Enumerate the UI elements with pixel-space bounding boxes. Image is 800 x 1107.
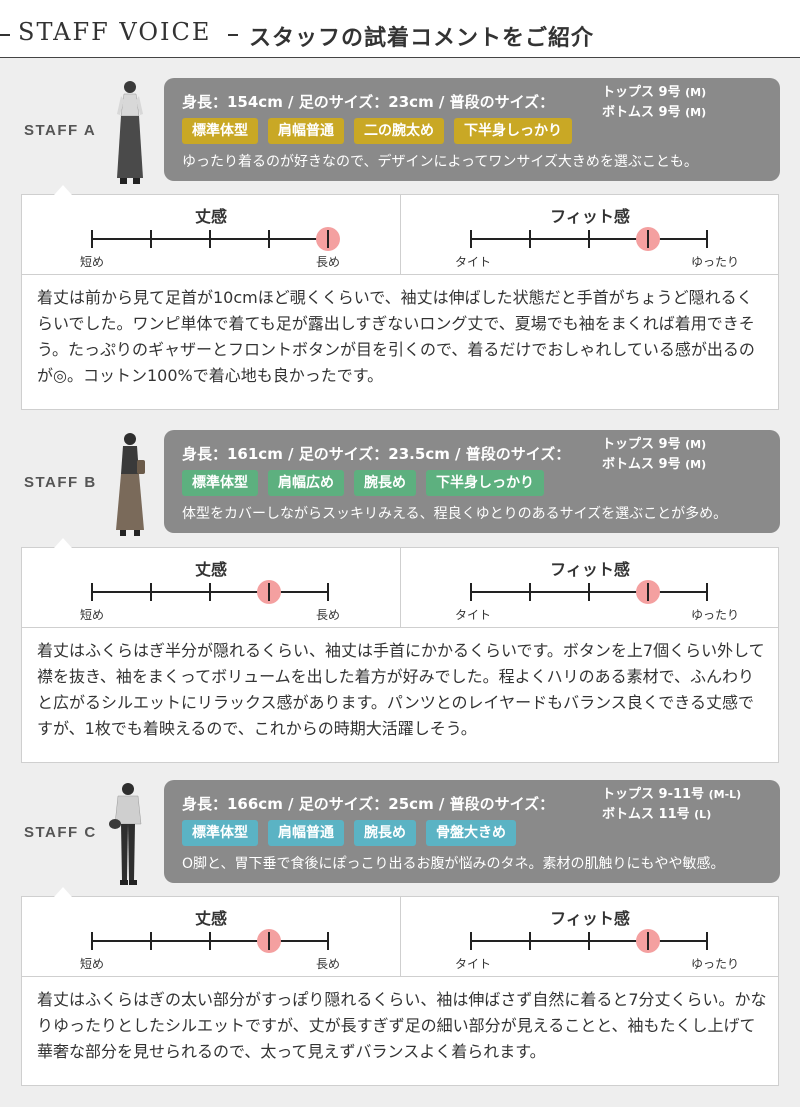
scale-low-label: 短め bbox=[80, 255, 105, 269]
header-rule bbox=[0, 57, 800, 58]
review-card: 丈感 短め 長め フィット感 タイト ゆったり 着丈はふくらはぎ半分が隠れるくら… bbox=[21, 538, 779, 763]
body-tags: 標準体型 肩幅広め 腕長め 下半身しっかり bbox=[182, 470, 544, 496]
scale-low-label: タイト bbox=[455, 608, 492, 622]
fit-scale-graphic bbox=[470, 929, 708, 953]
body-tag: 骨盤大きめ bbox=[426, 820, 516, 846]
staff-a-figure-image bbox=[117, 81, 143, 184]
body-tag: 腕長め bbox=[354, 470, 416, 496]
body-tag: 下半身しっかり bbox=[426, 470, 544, 496]
review-card: 丈感 短め 長め フィット感 タイト ゆったり 着丈は前から見て足首が10cmほ… bbox=[21, 185, 779, 410]
scale-low-label: 短め bbox=[80, 957, 105, 971]
scale-high-label: 長め bbox=[316, 957, 341, 971]
length-scale: 丈感 短め 長め bbox=[22, 548, 400, 628]
card-pointer bbox=[54, 887, 72, 897]
length-scale-graphic bbox=[91, 227, 340, 251]
body-tag: 肩幅普通 bbox=[268, 118, 344, 144]
body-tag: 標準体型 bbox=[182, 470, 258, 496]
tops-size-letter: (M) bbox=[685, 86, 707, 99]
fit-scale: フィット感 タイト ゆったり bbox=[400, 548, 778, 628]
staff-c-figure-image bbox=[109, 783, 142, 885]
scales: 丈感 短め 長め フィット感 タイト ゆったり bbox=[22, 548, 778, 628]
header: STAFF VOICE スタッフの試着コメントをご紹介 bbox=[0, 0, 800, 58]
bottoms-size-letter: (M) bbox=[685, 106, 707, 119]
card-pointer bbox=[54, 538, 72, 548]
tops-size: トップス 9-11号 bbox=[602, 787, 705, 802]
usual-size: トップス 9-11号 (M-L) ボトムス 11号 (L) bbox=[602, 785, 741, 825]
scale-title: フィット感 bbox=[550, 207, 630, 226]
card-pointer bbox=[54, 185, 72, 195]
scale-high-label: 長め bbox=[316, 608, 341, 622]
body-tag: 下半身しっかり bbox=[454, 118, 572, 144]
body-tag: 肩幅普通 bbox=[268, 820, 344, 846]
review-comment: 着丈はふくらはぎの太い部分がすっぽり隠れるくらい、袖は伸ばさず自然に着ると7分丈… bbox=[37, 990, 767, 1061]
review-card: 丈感 短め 長め フィット感 タイト ゆったり 着丈はふくらはぎの太い部分がすっ… bbox=[21, 887, 779, 1086]
scale-low-label: 短め bbox=[80, 608, 105, 622]
body-tags: 標準体型 肩幅普通 二の腕太め 下半身しっかり bbox=[182, 118, 572, 144]
review-comment: 着丈は前から見て足首が10cmほど覗くくらいで、袖丈は伸ばした状態だと手首がちょ… bbox=[37, 288, 755, 385]
tops-size-letter: (M) bbox=[685, 438, 707, 451]
scale-low-label: タイト bbox=[455, 255, 492, 269]
profile-bubble: 身長：154cm / 足のサイズ：23cm / 普段のサイズ： トップス 9号 … bbox=[164, 78, 780, 181]
scale-low-label: タイト bbox=[455, 957, 492, 971]
body-tag: 肩幅広め bbox=[268, 470, 344, 496]
tops-size: トップス 9号 bbox=[602, 437, 681, 452]
length-scale: 丈感 短め 長め bbox=[22, 195, 400, 275]
scales: 丈感 短め 長め フィット感 タイト ゆったり bbox=[22, 195, 778, 275]
usual-size: トップス 9号 (M) ボトムス 9号 (M) bbox=[602, 83, 706, 123]
bottoms-size: ボトムス 9号 bbox=[602, 457, 681, 472]
scale-title: 丈感 bbox=[194, 207, 227, 226]
body-tags: 標準体型 肩幅普通 腕長め 骨盤大きめ bbox=[182, 820, 516, 846]
body-tag: 標準体型 bbox=[182, 118, 258, 144]
fit-scale: フィット感 タイト ゆったり bbox=[400, 195, 778, 275]
scale-title: 丈感 bbox=[194, 560, 227, 579]
scale-title: フィット感 bbox=[550, 909, 630, 928]
profile-bubble: 身長：166cm / 足のサイズ：25cm / 普段のサイズ： トップス 9-1… bbox=[164, 780, 780, 883]
staff-label: STAFF A bbox=[24, 122, 97, 139]
page-subtitle: スタッフの試着コメントをご紹介 bbox=[249, 26, 595, 51]
length-scale-graphic bbox=[91, 929, 329, 953]
staff-b-figure-image bbox=[116, 433, 145, 536]
title-dash-left bbox=[0, 34, 10, 36]
body-tag: 腕長め bbox=[354, 820, 416, 846]
body-tag: 二の腕太め bbox=[354, 118, 444, 144]
scales: 丈感 短め 長め フィット感 タイト ゆったり bbox=[22, 897, 778, 977]
scale-high-label: ゆったり bbox=[691, 957, 740, 971]
staff-label: STAFF C bbox=[24, 824, 97, 841]
bottoms-size-letter: (M) bbox=[685, 458, 707, 471]
fit-scale-graphic bbox=[470, 227, 708, 251]
length-scale-graphic bbox=[91, 580, 329, 604]
scale-high-label: ゆったり bbox=[691, 608, 740, 622]
profile-note: O脚と、胃下垂で食後にぽっこり出るお腹が悩みのタネ。素材の肌触りにもやや敏感。 bbox=[182, 856, 725, 872]
page-title: STAFF VOICE bbox=[18, 18, 212, 46]
tops-size-letter: (M-L) bbox=[708, 788, 742, 801]
profile-note: ゆったり着るのが好きなので、デザインによってワンサイズ大きめを選ぶことも。 bbox=[182, 154, 698, 170]
profile-bubble: 身長：161cm / 足のサイズ：23.5cm / 普段のサイズ： トップス 9… bbox=[164, 430, 780, 533]
fit-scale: フィット感 タイト ゆったり bbox=[400, 897, 778, 977]
bottoms-size: ボトムス 9号 bbox=[602, 105, 681, 120]
bottoms-size-letter: (L) bbox=[694, 808, 712, 821]
length-scale: 丈感 短め 長め bbox=[22, 897, 400, 977]
profile-stats: 身長：166cm / 足のサイズ：25cm / 普段のサイズ： bbox=[182, 795, 555, 813]
profile-stats: 身長：154cm / 足のサイズ：23cm / 普段のサイズ： bbox=[182, 93, 555, 111]
profile-note: 体型をカバーしながらスッキリみえる、程良くゆとりのあるサイズを選ぶことが多め。 bbox=[182, 506, 728, 522]
bottoms-size: ボトムス 11号 bbox=[602, 807, 690, 822]
scale-title: 丈感 bbox=[194, 909, 227, 928]
fit-scale-graphic bbox=[470, 580, 708, 604]
title-dash-right bbox=[228, 34, 238, 36]
tops-size: トップス 9号 bbox=[602, 85, 681, 100]
scale-title: フィット感 bbox=[550, 560, 630, 579]
scale-high-label: ゆったり bbox=[691, 255, 740, 269]
scale-high-label: 長め bbox=[316, 255, 341, 269]
body-tag: 標準体型 bbox=[182, 820, 258, 846]
review-comment: 着丈はふくらはぎ半分が隠れるくらい、袖丈は手首にかかるくらいです。ボタンを上7個… bbox=[37, 641, 765, 738]
staff-label: STAFF B bbox=[24, 474, 97, 491]
profile-stats: 身長：161cm / 足のサイズ：23.5cm / 普段のサイズ： bbox=[182, 445, 571, 463]
usual-size: トップス 9号 (M) ボトムス 9号 (M) bbox=[602, 435, 706, 475]
